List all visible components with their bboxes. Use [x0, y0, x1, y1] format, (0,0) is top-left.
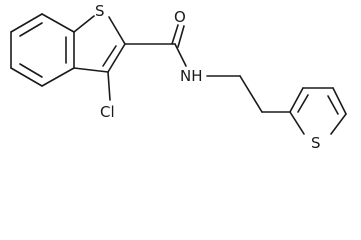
bond	[108, 16, 126, 45]
double-bond-inner	[297, 94, 309, 113]
bond	[41, 67, 75, 87]
bond-c-n	[174, 43, 187, 67]
amide-group	[124, 24, 187, 67]
atom-label-o: O	[174, 8, 186, 26]
bond	[73, 15, 95, 33]
double-bond-inner	[102, 45, 117, 67]
benzothiophene-five-ring	[73, 15, 126, 73]
bond	[10, 67, 43, 87]
double-bond-inner	[327, 95, 339, 115]
bond	[73, 67, 109, 73]
bond	[107, 43, 126, 73]
carbonyl-double-bond	[171, 24, 179, 45]
double-bond-inner	[19, 63, 43, 78]
bond	[239, 75, 263, 113]
double-bond-inner	[19, 22, 43, 37]
chemical-structure-diagram: S O NH Cl S	[10, 2, 347, 152]
bond	[332, 87, 347, 115]
bond	[330, 113, 347, 135]
atom-label-nh: NH	[180, 67, 203, 85]
bond	[289, 87, 304, 113]
ethyl-linker	[206, 75, 291, 113]
atom-label-s-thiophene: S	[311, 134, 321, 152]
thiophene-ring	[289, 87, 347, 135]
atom-label-cl: Cl	[100, 103, 115, 121]
bond-c-cl	[107, 71, 111, 101]
bond	[41, 13, 75, 33]
carbonyl-double-bond	[177, 25, 185, 48]
bond	[289, 111, 305, 135]
benzene-ring	[10, 13, 75, 87]
atom-label-s-benzothiophene: S	[95, 2, 105, 20]
bond	[10, 13, 43, 33]
